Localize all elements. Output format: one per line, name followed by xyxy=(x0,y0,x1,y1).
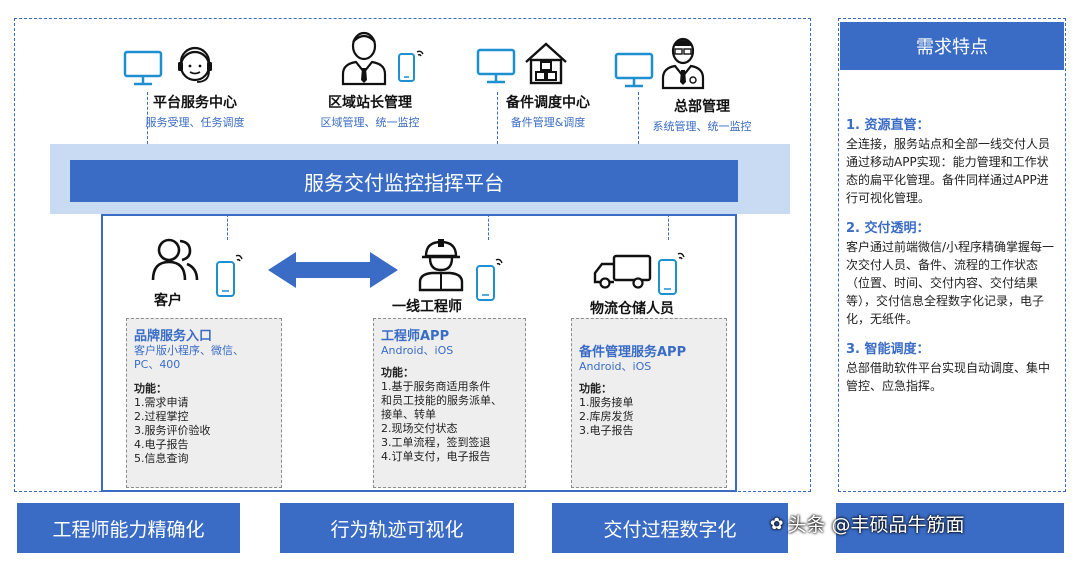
monitor-icon xyxy=(123,50,163,86)
connector-line xyxy=(227,214,228,240)
customer-app-box: 品牌服务入口 客户版小程序、微信、 PC、400 功能： 1.需求申请 2.过程… xyxy=(126,318,282,488)
function-item: 5.信息查询 xyxy=(134,452,189,465)
requirement-title: 3. 智能调度： xyxy=(846,342,930,357)
function-item: 3.电子报告 xyxy=(579,424,634,437)
watermark: ✿ 头条 @丰硕品牛筋面 xyxy=(770,510,964,537)
connector-line xyxy=(668,214,669,240)
role-parts-dispatch-center: 备件调度中心 备件管理&调度 xyxy=(492,92,604,130)
app-title: 工程师APP xyxy=(381,329,450,344)
app-title: 品牌服务入口 xyxy=(134,329,213,344)
bottom-bar-behavior-visualization: 行为轨迹可视化 xyxy=(280,503,514,553)
manager-person-icon xyxy=(341,31,387,86)
requirement-text: 全连接，服务站点和全部一线交付人员通过移动APP实现：能力管理和工作状态的扁平化… xyxy=(846,137,1051,205)
role-platform-service-center: 平台服务中心 服务受理、任务调度 xyxy=(130,92,260,130)
mobile-phone-icon xyxy=(658,252,685,295)
requirement-title: 2. 交付透明： xyxy=(846,221,930,236)
role-title: 区域站长管理 xyxy=(328,95,412,111)
function-item: 3.工单流程，签到签退 xyxy=(381,436,491,449)
role-title: 平台服务中心 xyxy=(153,95,237,111)
functions-header: 功能： xyxy=(134,382,167,395)
actor-customer-label: 客户 xyxy=(154,293,182,309)
function-item: 1.服务接单 xyxy=(579,396,634,409)
role-title: 总部管理 xyxy=(674,99,730,115)
role-regional-manager: 区域站长管理 区域管理、统一监控 xyxy=(306,92,434,130)
app-title: 备件管理服务APP xyxy=(579,345,687,360)
paw-icon: ✿ xyxy=(770,514,784,533)
right-dashed-frame xyxy=(838,18,1066,492)
role-subtitle: 系统管理、统一监控 xyxy=(652,120,752,133)
app-subtitle-line: 客户版小程序、微信、 xyxy=(134,344,244,357)
engineer-app-box: 工程师APP Android、iOS 功能： 1.基于服务商适用条件 和员工技能… xyxy=(373,318,526,488)
function-item: 接单、转单 xyxy=(381,408,436,421)
role-subtitle: 服务受理、任务调度 xyxy=(145,116,245,129)
requirement-text: 客户通过前端微信/小程序精确掌握每一次交付人员、备件、流程的工作状态（位置、时间… xyxy=(846,240,1055,326)
function-item: 1.需求申请 xyxy=(134,396,189,409)
mobile-phone-icon xyxy=(398,50,424,82)
connector-line xyxy=(488,214,489,240)
executive-person-icon xyxy=(661,37,705,90)
logistics-app-box: 备件管理服务APP Android、iOS 功能： 1.服务接单 2.库房发货 … xyxy=(571,318,727,488)
monitor-icon xyxy=(476,48,516,84)
mobile-phone-icon xyxy=(216,254,243,297)
headset-agent-icon xyxy=(178,46,212,83)
role-subtitle: 备件管理&调度 xyxy=(510,116,586,129)
function-item: 和员工技能的服务派单、 xyxy=(381,394,502,407)
connector-line xyxy=(147,92,148,144)
bottom-bar-engineer-capability: 工程师能力精确化 xyxy=(17,503,240,553)
actor-logistics-label: 物流仓储人员 xyxy=(590,301,674,317)
function-item: 2.过程掌控 xyxy=(134,410,189,423)
warehouse-icon xyxy=(525,42,567,85)
platform-title: 服务交付监控指挥平台 xyxy=(70,160,738,202)
requirement-text: 总部借助软件平台实现自动调度、集中管控、应急指挥。 xyxy=(846,361,1051,393)
requirements-header: 需求特点 xyxy=(840,22,1064,70)
engineer-hardhat-icon xyxy=(418,239,464,292)
monitor-icon xyxy=(614,52,654,88)
functions-header: 功能： xyxy=(579,382,612,395)
app-subtitle-line: PC、400 xyxy=(134,358,181,371)
function-item: 4.订单支付，电子报告 xyxy=(381,450,491,463)
actor-engineer-label: 一线工程师 xyxy=(392,299,462,315)
requirements-body: 1. 资源直管： 全连接，服务站点和全部一线交付人员通过移动APP实现：能力管理… xyxy=(846,104,1060,395)
customer-people-icon xyxy=(151,238,199,281)
double-arrow-icon xyxy=(268,252,398,288)
function-item: 3.服务评价验收 xyxy=(134,424,211,437)
bottom-bar-delivery-digitalization: 交付过程数字化 xyxy=(552,503,788,553)
watermark-text: 头条 @丰硕品牛筋面 xyxy=(787,514,965,536)
requirement-title: 1. 资源直管： xyxy=(846,118,930,133)
mobile-phone-icon xyxy=(476,258,503,301)
bottom-bar-right xyxy=(836,503,1064,553)
app-subtitle-line: Android、iOS xyxy=(579,360,652,373)
role-title: 备件调度中心 xyxy=(506,95,590,111)
function-item: 2.现场交付状态 xyxy=(381,422,458,435)
function-item: 1.基于服务商适用条件 xyxy=(381,380,491,393)
connector-line xyxy=(497,92,498,144)
delivery-truck-icon xyxy=(593,254,652,289)
role-headquarters: 总部管理 系统管理、统一监控 xyxy=(636,96,768,134)
app-subtitle-line: Android、iOS xyxy=(381,344,454,357)
connector-line xyxy=(638,92,639,144)
function-item: 4.电子报告 xyxy=(134,438,189,451)
functions-header: 功能： xyxy=(381,366,414,379)
role-subtitle: 区域管理、统一监控 xyxy=(320,116,420,129)
function-item: 2.库房发货 xyxy=(579,410,634,423)
